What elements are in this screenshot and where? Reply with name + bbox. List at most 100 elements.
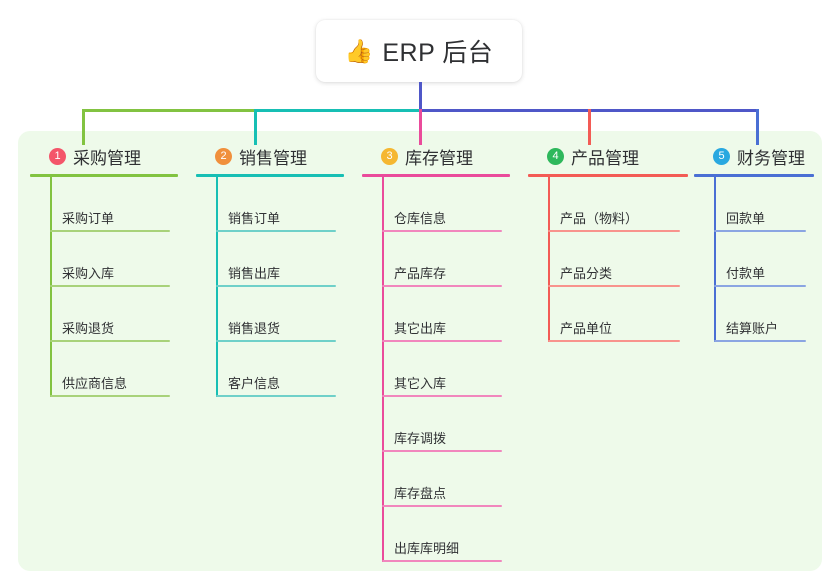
leaf-underline	[548, 284, 680, 287]
leaf-item[interactable]: 仓库信息	[362, 177, 510, 232]
leaf-underline	[50, 229, 170, 232]
drop-finance	[756, 109, 759, 145]
branch-spine	[548, 176, 550, 342]
branch-header-4[interactable]: 4 产品管理	[528, 145, 688, 168]
leaf-item-label: 回款单	[726, 210, 766, 226]
branch-column-4: 4 产品管理产品（物料） 产品分类产品单位	[528, 145, 688, 342]
branch-title: 销售管理	[239, 149, 307, 168]
leaf-underline	[382, 394, 502, 397]
leaf-item-label: 产品分类	[560, 265, 613, 281]
branch-underline	[362, 174, 510, 177]
leaf-item[interactable]: 产品分类	[528, 232, 688, 287]
branch-column-5: 5 财务管理回款单付款单结算账户	[694, 145, 814, 342]
leaf-underline	[382, 504, 502, 507]
leaf-item[interactable]: 结算账户	[694, 287, 814, 342]
leaf-item-label: 出库库明细	[394, 540, 460, 556]
branch-spine	[216, 176, 218, 397]
leaf-item[interactable]: 供应商信息	[30, 342, 178, 397]
root-title: ERP 后台	[382, 39, 494, 67]
branch-title: 产品管理	[571, 149, 639, 168]
branch-number-badge: 5	[713, 148, 730, 165]
branch-title: 财务管理	[737, 149, 805, 168]
leaf-item[interactable]: 采购退货	[30, 287, 178, 342]
leaf-underline	[382, 229, 502, 232]
leaf-item-label: 客户信息	[228, 375, 281, 391]
branch-title: 库存管理	[405, 149, 473, 168]
leaf-underline	[382, 559, 502, 562]
leaf-item[interactable]: 付款单	[694, 232, 814, 287]
leaf-underline	[382, 284, 502, 287]
leaf-item-label: 库存盘点	[394, 485, 447, 501]
branch-title: 采购管理	[73, 149, 141, 168]
leaf-item[interactable]: 其它出库	[362, 287, 510, 342]
leaf-item-label: 结算账户	[726, 320, 779, 336]
leaf-underline	[548, 229, 680, 232]
leaf-underline	[216, 229, 336, 232]
branch-items: 仓库信息产品库存其它出库其它入库库存调拨库存盘点出库库明细	[362, 176, 510, 562]
branch-number-badge: 4	[547, 148, 564, 165]
leaf-item-label: 采购入库	[62, 265, 115, 281]
leaf-item-label: 产品单位	[560, 320, 613, 336]
leaf-item[interactable]: 产品（物料）	[528, 177, 688, 232]
branch-header-2[interactable]: 2 销售管理	[196, 145, 344, 168]
branch-number-badge: 2	[215, 148, 232, 165]
leaf-item[interactable]: 销售出库	[196, 232, 344, 287]
drop-product	[588, 109, 591, 145]
branch-items: 回款单付款单结算账户	[694, 176, 814, 342]
bus-segment-teal	[254, 109, 422, 112]
leaf-underline	[50, 394, 170, 397]
branch-spine	[50, 176, 52, 397]
leaf-item[interactable]: 其它入库	[362, 342, 510, 397]
leaf-item[interactable]: 库存盘点	[362, 452, 510, 507]
thumbs-up-icon: 👍	[344, 37, 374, 64]
leaf-underline	[50, 284, 170, 287]
drop-purchasing	[82, 109, 85, 145]
leaf-item-label: 其它入库	[394, 375, 447, 391]
leaf-underline	[216, 284, 336, 287]
leaf-item-label: 销售订单	[228, 210, 281, 226]
leaf-underline	[216, 339, 336, 342]
leaf-item[interactable]: 回款单	[694, 177, 814, 232]
leaf-item-label: 其它出库	[394, 320, 447, 336]
root-node[interactable]: 👍 ERP 后台	[316, 20, 522, 82]
leaf-underline	[714, 339, 806, 342]
leaf-item[interactable]: 产品单位	[528, 287, 688, 342]
leaf-item-label: 库存调拨	[394, 430, 447, 446]
leaf-item[interactable]: 销售订单	[196, 177, 344, 232]
branch-items: 产品（物料） 产品分类产品单位	[528, 176, 688, 342]
branch-spine	[714, 176, 716, 342]
branch-header-3[interactable]: 3 库存管理	[362, 145, 510, 168]
leaf-item[interactable]: 库存调拨	[362, 397, 510, 452]
leaf-item[interactable]: 采购入库	[30, 232, 178, 287]
branch-underline	[528, 174, 688, 177]
leaf-underline	[382, 339, 502, 342]
root-stem-connector	[419, 82, 422, 109]
branch-underline	[694, 174, 814, 177]
branch-underline	[196, 174, 344, 177]
branch-items: 采购订单采购入库采购退货供应商信息	[30, 176, 178, 397]
branch-column-3: 3 库存管理仓库信息产品库存其它出库其它入库库存调拨库存盘点出库库明细	[362, 145, 510, 562]
leaf-underline	[382, 449, 502, 452]
leaf-item-label: 销售退货	[228, 320, 281, 336]
leaf-item-label: 销售出库	[228, 265, 281, 281]
bus-segment-green	[82, 109, 257, 112]
leaf-item-label: 采购退货	[62, 320, 115, 336]
leaf-item[interactable]: 销售退货	[196, 287, 344, 342]
leaf-item[interactable]: 出库库明细	[362, 507, 510, 562]
diagram-panel	[18, 131, 822, 571]
leaf-item-label: 供应商信息	[62, 375, 128, 391]
leaf-item-label: 产品（物料）	[560, 210, 639, 226]
leaf-item-label: 产品库存	[394, 265, 447, 281]
branch-spine	[382, 176, 384, 562]
leaf-item[interactable]: 采购订单	[30, 177, 178, 232]
leaf-item-label: 付款单	[726, 265, 766, 281]
branch-number-badge: 3	[381, 148, 398, 165]
drop-sales	[254, 109, 257, 145]
leaf-item[interactable]: 产品库存	[362, 232, 510, 287]
leaf-item[interactable]: 客户信息	[196, 342, 344, 397]
branch-column-2: 2 销售管理销售订单销售出库销售退货客户信息	[196, 145, 344, 397]
branch-header-5[interactable]: 5 财务管理	[694, 145, 814, 168]
leaf-underline	[216, 394, 336, 397]
